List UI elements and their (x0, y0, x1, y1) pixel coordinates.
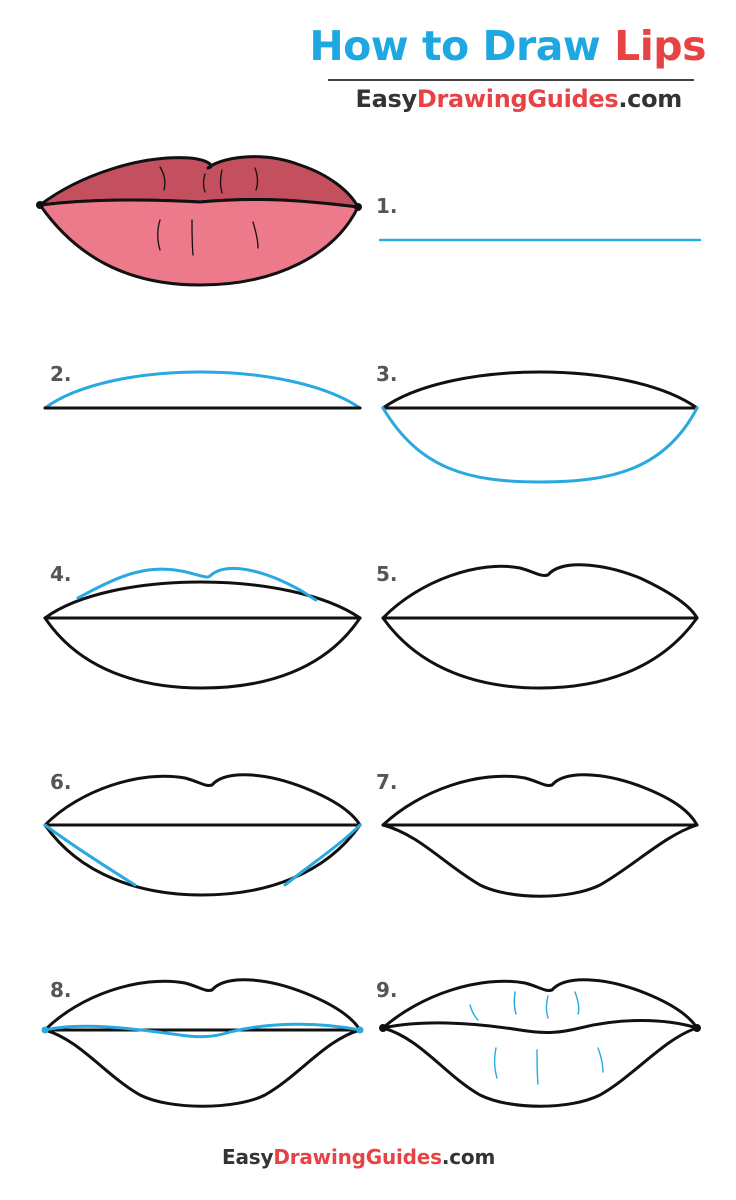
step-number-8: 8. (50, 978, 72, 1002)
title-divider (328, 79, 694, 81)
footer-brand-guides: Guides (365, 1145, 442, 1169)
lower-lip (38, 198, 360, 287)
brand-logo-top[interactable]: EasyDrawingGuides.com (355, 85, 683, 113)
lip-creases (157, 166, 259, 256)
step-number-6: 6. (50, 770, 72, 794)
step-number-3: 3. (376, 362, 398, 386)
step-9-drawing (379, 978, 701, 1108)
step-number-7: 7. (376, 770, 398, 794)
step-8-drawing (41, 978, 364, 1108)
brand-guides: Guides (527, 85, 619, 113)
brand-com: .com (618, 85, 682, 113)
step-number-9: 9. (376, 978, 398, 1002)
footer-brand-drawing: Drawing (273, 1145, 366, 1169)
step-3-drawing (381, 370, 699, 484)
step-5-drawing (381, 563, 699, 690)
step-2-drawing (43, 370, 362, 410)
brand-drawing: Drawing (416, 85, 528, 113)
title-main: How to Draw (309, 22, 615, 70)
mouth-corner-right (354, 203, 362, 211)
brand-logo-bottom[interactable]: EasyDrawingGuides.com (222, 1147, 495, 1167)
step-number-4: 4. (50, 562, 72, 586)
finished-lips-illustration (36, 155, 362, 287)
title-accent: Lips (614, 22, 706, 70)
footer-brand-easy: Easy (222, 1145, 274, 1169)
step-number-2: 2. (50, 362, 72, 386)
upper-lip (38, 155, 360, 209)
step-number-1: 1. (376, 194, 398, 218)
brand-easy: Easy (355, 85, 418, 113)
step-4-drawing (43, 566, 362, 690)
step-number-5: 5. (376, 562, 398, 586)
step-7-drawing (381, 773, 699, 898)
step-6-drawing (43, 773, 362, 897)
footer-brand-com: .com (441, 1145, 496, 1169)
page-title: How to Draw Lips (309, 26, 706, 67)
mouth-corner-left (36, 201, 44, 209)
